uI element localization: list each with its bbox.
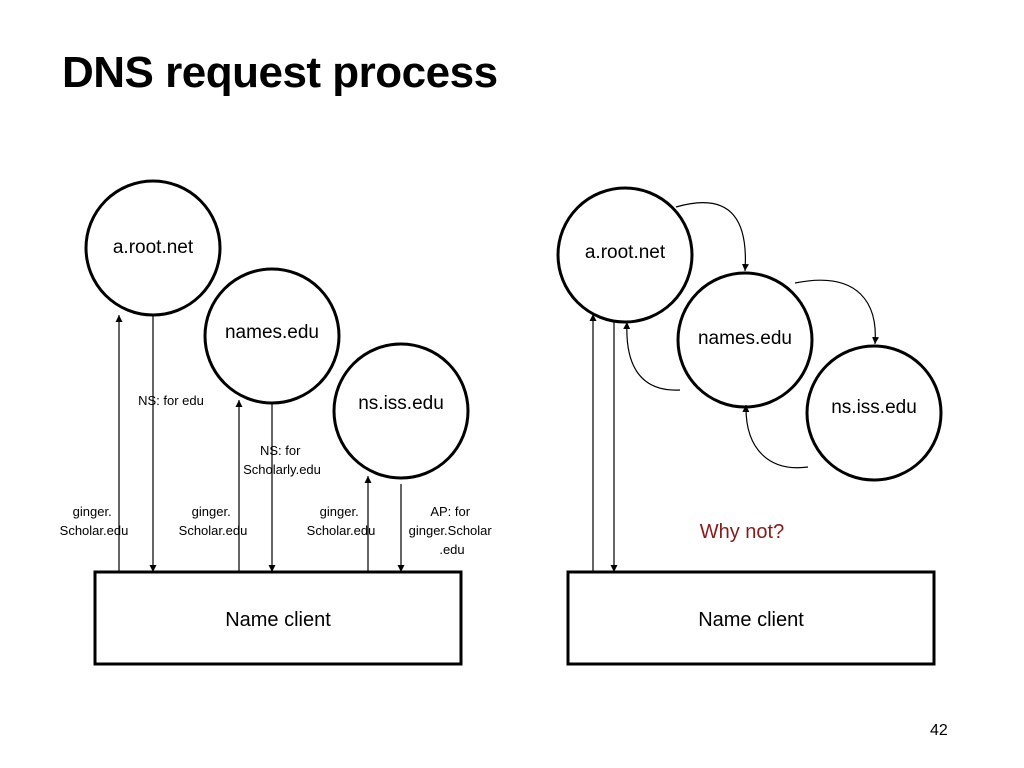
response-label-edu: NS: for Scholarly.edu xyxy=(243,443,321,477)
response-label-root: NS: for edu xyxy=(138,393,204,408)
forward-arrow-root-to-edu xyxy=(675,202,749,272)
root-server-node xyxy=(84,179,222,317)
root-server-label-right: a.root.net xyxy=(585,242,666,263)
right-diagram: a.root.net names.edu ns.iss.edu Name cli… xyxy=(556,186,943,666)
forward-arrow-edu-to-iss xyxy=(794,279,880,345)
slide-title: DNS request process xyxy=(62,48,498,97)
iss-server-node xyxy=(332,342,470,480)
request-label-iss: ginger. Scholar.edu xyxy=(307,504,376,538)
return-arrow-iss-to-edu xyxy=(742,404,809,469)
root-server-label: a.root.net xyxy=(113,237,194,258)
iss-server-label-right: ns.iss.edu xyxy=(831,397,917,418)
request-label-edu: ginger. Scholar.edu xyxy=(179,504,248,538)
request-label-root: ginger. Scholar.edu xyxy=(60,504,129,538)
return-arrow-edu-to-root xyxy=(623,321,681,391)
left-diagram: a.root.net names.edu ns.iss.edu Name cli… xyxy=(60,179,496,666)
name-client-box-right xyxy=(566,570,936,666)
edu-server-node xyxy=(203,267,341,405)
iss-server-label: ns.iss.edu xyxy=(358,393,444,414)
name-client-box xyxy=(93,570,463,666)
name-client-label: Name client xyxy=(225,609,331,631)
edu-server-label: names.edu xyxy=(225,322,319,343)
iss-server-node-right xyxy=(805,344,943,482)
response-label-iss: AP: for ginger.Scholar .edu xyxy=(409,504,496,557)
name-client-label-right: Name client xyxy=(698,609,804,631)
page-number: 42 xyxy=(930,722,948,739)
edu-server-label-right: names.edu xyxy=(698,328,792,349)
why-not-question: Why not? xyxy=(700,521,784,543)
